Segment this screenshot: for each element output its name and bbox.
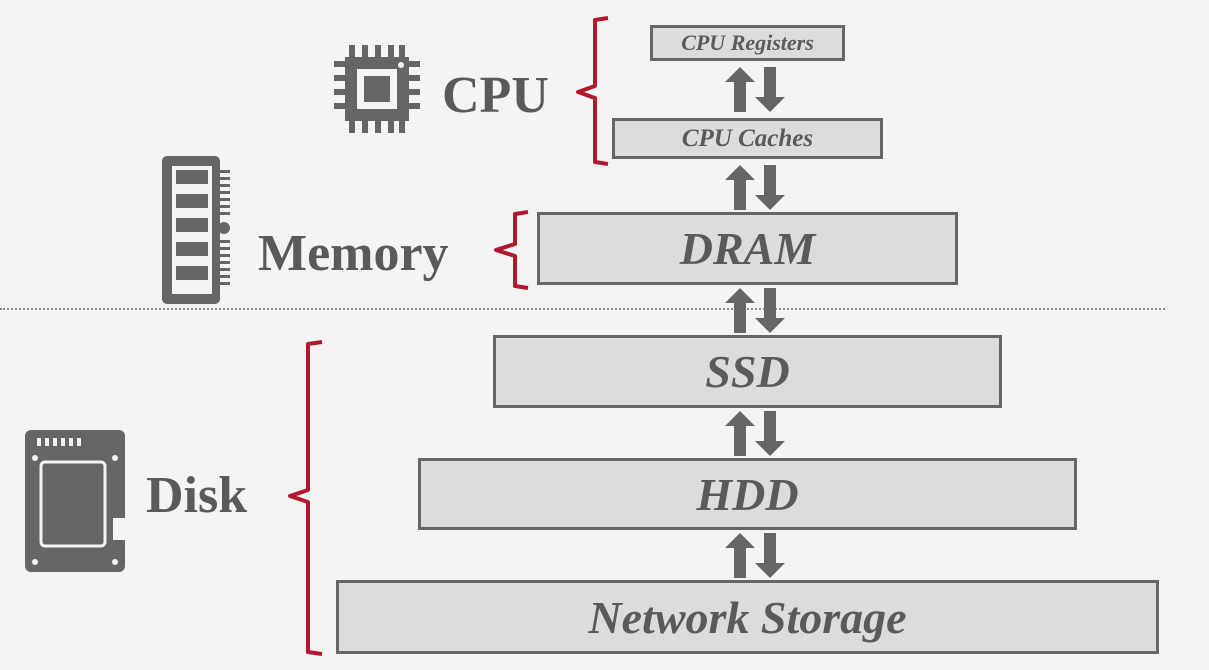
memory-category-label: Memory <box>258 225 449 282</box>
ram-stick-icon <box>162 156 230 304</box>
arrow-pair-dram-ssd <box>725 288 785 333</box>
network-storage-box: Network Storage <box>336 580 1159 654</box>
memory-bracket <box>494 210 529 290</box>
cpu-caches-box: CPU Caches <box>612 118 883 159</box>
disk-category-label: Disk <box>146 467 248 524</box>
dram-label: DRAM <box>679 223 816 274</box>
network-storage-label: Network Storage <box>588 591 907 643</box>
ssd-label: SSD <box>705 346 790 397</box>
cpu-bracket <box>576 16 609 166</box>
arrow-pair-hdd-network <box>725 533 785 578</box>
ssd-box: SSD <box>493 335 1002 408</box>
arrow-pair-ssd-hdd <box>725 411 785 456</box>
cpu-caches-label: CPU Caches <box>681 124 814 152</box>
volatile-divider <box>0 308 1165 310</box>
ssd-drive-icon <box>25 430 125 572</box>
cpu-registers-box: CPU Registers <box>650 25 845 61</box>
arrow-pair-caches-dram <box>725 165 785 210</box>
hdd-box: HDD <box>418 458 1077 530</box>
cpu-registers-label: CPU Registers <box>681 30 814 55</box>
hdd-label: HDD <box>696 468 799 520</box>
cpu-chip-icon <box>334 45 420 133</box>
dram-box: DRAM <box>537 212 958 285</box>
cpu-category-label: CPU <box>442 67 549 124</box>
arrow-pair-registers-caches <box>725 67 785 112</box>
disk-bracket <box>288 340 323 656</box>
